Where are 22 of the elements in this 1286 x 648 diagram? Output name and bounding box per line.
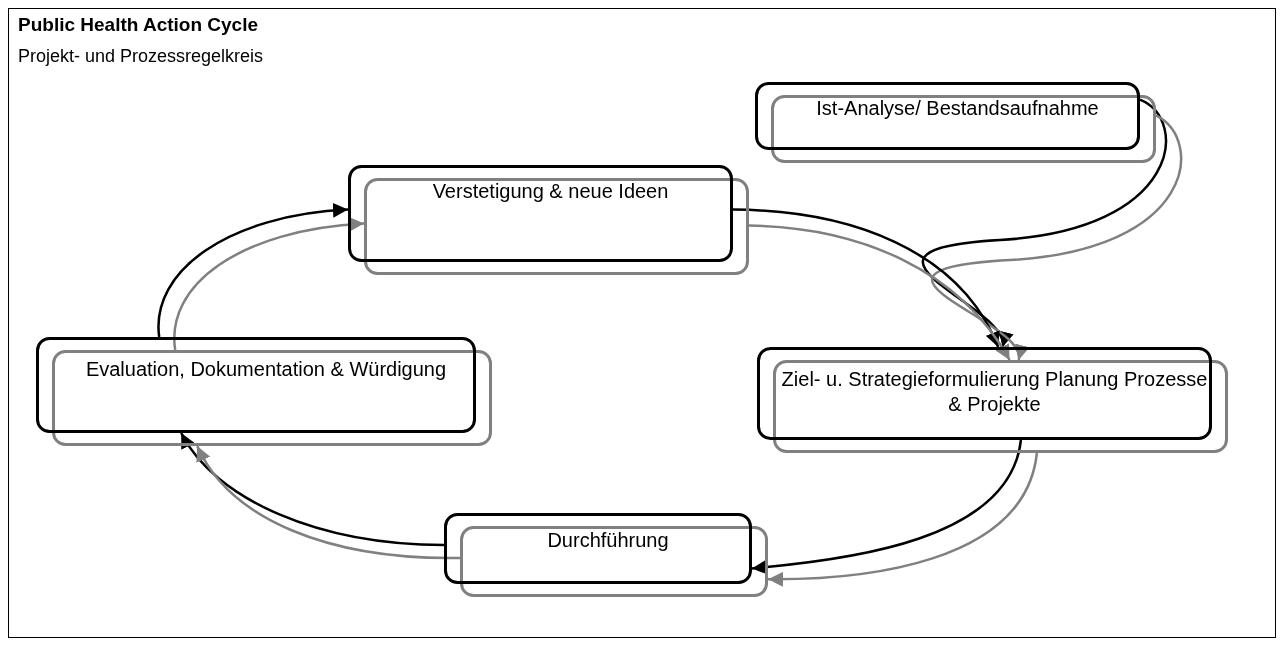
process-box bbox=[755, 82, 1156, 163]
title: Public Health Action Cycle bbox=[18, 14, 258, 36]
process-box bbox=[444, 513, 768, 597]
arrow bbox=[180, 432, 445, 547]
arrow bbox=[931, 114, 1183, 361]
process-box bbox=[348, 165, 749, 275]
box-label: Ziel- u. Strategieformulierung Planung Prozesse & Projekte bbox=[780, 367, 1209, 417]
arrow bbox=[751, 439, 1023, 575]
subtitle: Projekt- und Prozessregelkreis bbox=[18, 46, 264, 67]
arrow bbox=[748, 224, 1011, 361]
process-box bbox=[757, 347, 1228, 453]
box-label: Durchführung bbox=[546, 528, 670, 553]
arrow bbox=[922, 98, 1168, 348]
arrow bbox=[196, 445, 460, 560]
box-label: Evaluation, Dokumentation & Würdigung bbox=[84, 357, 448, 382]
arrow bbox=[768, 452, 1039, 587]
arrow bbox=[732, 208, 1000, 348]
box-label: Ist-Analyse/ Bestandsaufnahme bbox=[815, 96, 1100, 121]
process-box bbox=[36, 337, 492, 446]
box-label: Verstetigung & neue Ideen bbox=[431, 179, 670, 204]
arrow bbox=[173, 217, 365, 351]
arrow bbox=[157, 203, 349, 338]
